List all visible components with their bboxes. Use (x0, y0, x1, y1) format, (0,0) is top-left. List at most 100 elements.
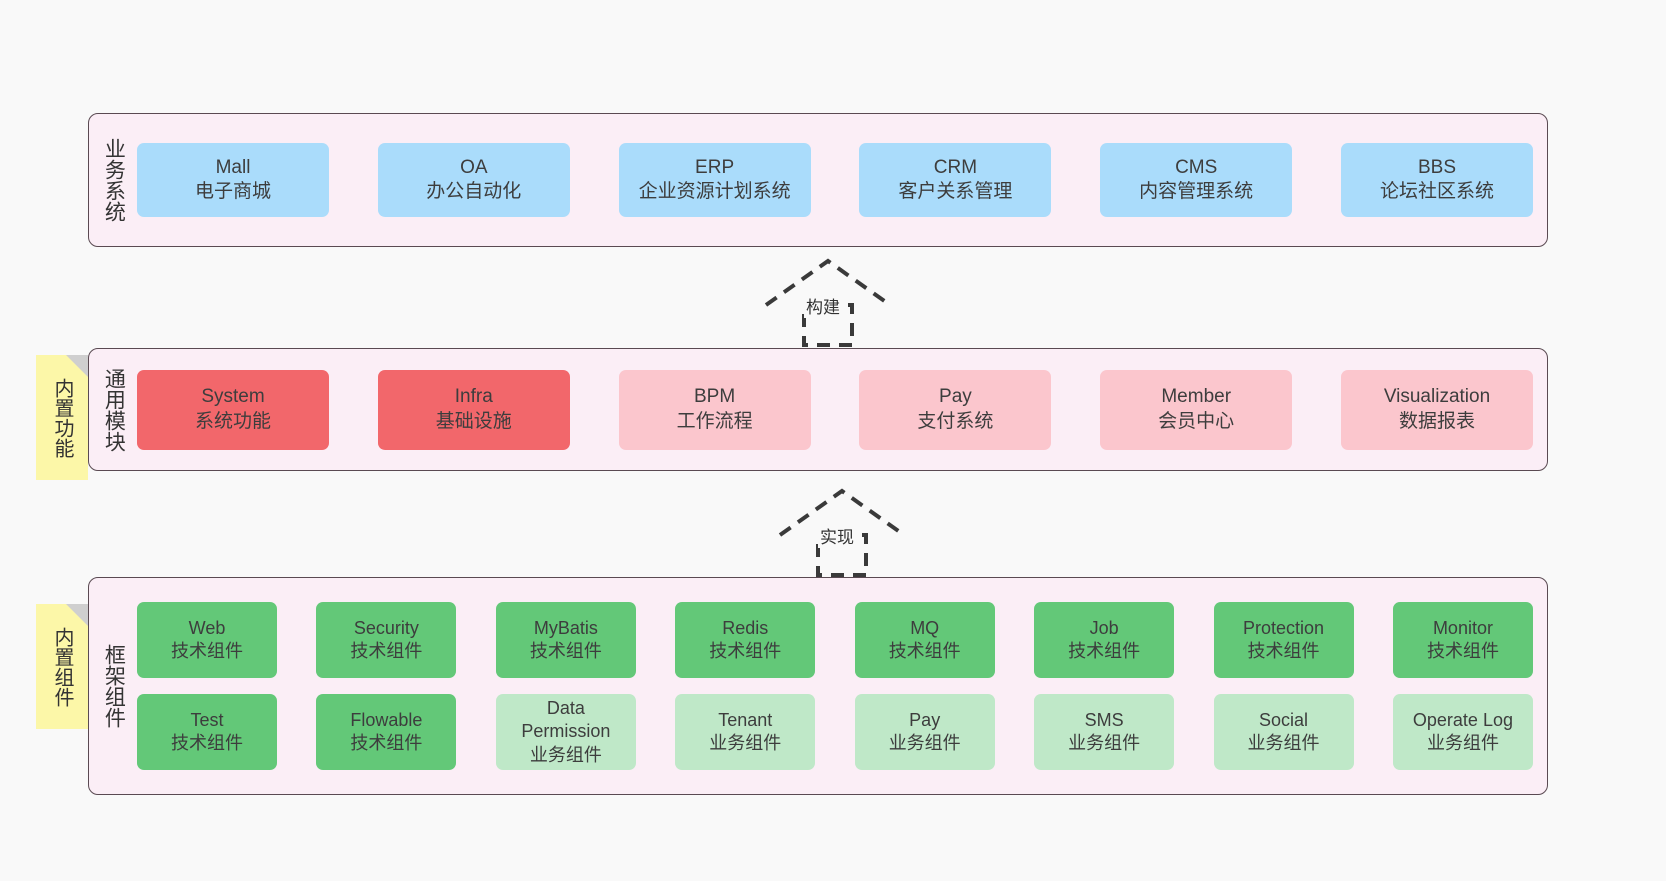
layer-body-business: Mall 电子商城 OA 办公自动化 ERP 企业资源计划系统 CRM 客户关系… (137, 114, 1547, 246)
card-bbs[interactable]: BBS 论坛社区系统 (1340, 143, 1533, 217)
card-subtitle: 支付系统 (917, 410, 994, 432)
card-tenant[interactable]: Tenant 业务组件 (675, 694, 816, 770)
layer-business-system: 业务系统 Mall 电子商城 OA 办公自动化 ERP 企业资源计划系统 CRM (88, 113, 1548, 247)
card-flowable[interactable]: Flowable 技术组件 (316, 694, 457, 770)
card-subtitle: 技术组件 (1426, 641, 1499, 661)
card-subtitle: 系统功能 (194, 410, 271, 432)
card-security[interactable]: Security 技术组件 (316, 602, 457, 678)
card-crm[interactable]: CRM 客户关系管理 (859, 143, 1052, 217)
card-subtitle: 基础设施 (435, 410, 512, 432)
card-infra[interactable]: Infra 基础设施 (377, 369, 570, 450)
card-web[interactable]: Web 技术组件 (137, 602, 277, 678)
card-title: Pay (939, 386, 972, 408)
card-title: Monitor (1432, 617, 1493, 638)
card-subtitle: 电子商城 (194, 181, 271, 202)
card-subtitle: 客户关系管理 (898, 181, 1013, 202)
card-mall[interactable]: Mall 电子商城 (137, 143, 329, 217)
card-social[interactable]: Social 业务组件 (1213, 694, 1354, 770)
card-member[interactable]: Member 会员中心 (1100, 369, 1293, 450)
card-subtitle: 内容管理系统 (1139, 181, 1254, 202)
connector-implement-label: 实现 (818, 523, 856, 548)
card-title: Social (1259, 709, 1309, 730)
card-subtitle: 业务组件 (1068, 733, 1141, 753)
card-subtitle: 论坛社区系统 (1379, 181, 1494, 202)
note-label: 内置组件 (51, 626, 73, 707)
card-visualization[interactable]: Visualization 数据报表 (1340, 369, 1533, 450)
card-title: Mall (215, 156, 251, 178)
card-bpm[interactable]: BPM 工作流程 (618, 369, 811, 450)
layer-body-module: System 系统功能 Infra 基础设施 BPM 工作流程 Pay 支付系统… (137, 349, 1547, 470)
card-title: OA (460, 156, 488, 178)
card-subtitle: 业务组件 (1426, 733, 1499, 753)
card-subtitle: 业务组件 (888, 733, 961, 753)
card-title: Flowable (350, 709, 423, 730)
card-pay-component[interactable]: Pay 业务组件 (854, 694, 995, 770)
card-mybatis[interactable]: MyBatis 技术组件 (495, 602, 636, 678)
card-title: MQ (910, 617, 940, 638)
card-subtitle: 数据报表 (1398, 410, 1475, 432)
card-title: Data Permission (521, 698, 611, 742)
card-subtitle: 技术组件 (709, 641, 782, 661)
business-card-row: Mall 电子商城 OA 办公自动化 ERP 企业资源计划系统 CRM 客户关系… (137, 143, 1533, 217)
card-subtitle: 技术组件 (888, 641, 961, 661)
card-title: Web (188, 617, 226, 638)
card-oa[interactable]: OA 办公自动化 (377, 143, 570, 217)
card-subtitle: 业务组件 (1247, 733, 1320, 753)
framework-row-tech: Web 技术组件 Security 技术组件 MyBatis 技术组件 Redi… (137, 602, 1533, 678)
card-operate-log[interactable]: Operate Log 业务组件 (1392, 694, 1533, 770)
card-title: Infra (454, 386, 493, 408)
card-title: Protection (1243, 617, 1325, 638)
card-title: Visualization (1383, 386, 1491, 408)
card-title: MyBatis (533, 617, 598, 638)
card-subtitle: 业务组件 (529, 744, 602, 765)
card-title: Security (353, 617, 419, 638)
card-subtitle: 技术组件 (1068, 641, 1141, 661)
card-title: System (201, 386, 265, 408)
connector-build-label: 构建 (804, 293, 842, 318)
connector-implement: 实现 (772, 487, 912, 577)
card-subtitle: 业务组件 (709, 733, 782, 753)
card-redis[interactable]: Redis 技术组件 (675, 602, 816, 678)
card-sms[interactable]: SMS 业务组件 (1034, 694, 1175, 770)
module-card-row: System 系统功能 Infra 基础设施 BPM 工作流程 Pay 支付系统… (137, 369, 1533, 450)
note-fold-icon (66, 355, 88, 377)
note-builtin-function: 内置功能 (36, 355, 88, 480)
card-monitor[interactable]: Monitor 技术组件 (1392, 602, 1533, 678)
card-title: SMS (1084, 709, 1124, 730)
card-title: BBS (1417, 156, 1456, 178)
connector-build: 构建 (758, 257, 898, 347)
card-title: Pay (909, 709, 941, 730)
layer-title-business: 业务系统 (102, 138, 126, 222)
layer-title-module: 通用模块 (102, 367, 126, 452)
card-title: CMS (1175, 156, 1218, 178)
card-title: Test (190, 709, 224, 730)
card-mq[interactable]: MQ 技术组件 (854, 602, 995, 678)
card-title: CRM (933, 156, 978, 178)
card-subtitle: 技术组件 (529, 641, 602, 661)
card-erp[interactable]: ERP 企业资源计划系统 (618, 143, 811, 217)
note-label: 内置功能 (51, 377, 73, 458)
card-title: BPM (694, 386, 736, 408)
card-cms[interactable]: CMS 内容管理系统 (1100, 143, 1293, 217)
note-fold-icon (66, 604, 88, 626)
generalization-head (778, 488, 906, 537)
card-test[interactable]: Test 技术组件 (137, 694, 277, 770)
note-builtin-component: 内置组件 (36, 604, 88, 729)
card-system[interactable]: System 系统功能 (137, 369, 329, 450)
card-protection[interactable]: Protection 技术组件 (1213, 602, 1354, 678)
card-job[interactable]: Job 技术组件 (1034, 602, 1175, 678)
layer-framework-component: 框架组件 Web 技术组件 Security 技术组件 MyBatis 技术组件 (88, 577, 1548, 795)
layer-common-module: 通用模块 System 系统功能 Infra 基础设施 BPM 工作流程 Pay (88, 348, 1548, 471)
card-pay[interactable]: Pay 支付系统 (859, 369, 1052, 450)
card-subtitle: 技术组件 (350, 641, 423, 661)
card-title: Redis (722, 617, 769, 638)
card-title: ERP (695, 156, 735, 178)
layer-body-framework: Web 技术组件 Security 技术组件 MyBatis 技术组件 Redi… (137, 578, 1547, 794)
generalization-head (764, 258, 892, 307)
card-data-permission[interactable]: Data Permission 业务组件 (495, 694, 636, 770)
card-title: Operate Log (1412, 709, 1513, 730)
layer-title-framework: 框架组件 (102, 644, 126, 728)
card-title: Job (1089, 617, 1119, 638)
card-title: Member (1161, 386, 1232, 408)
